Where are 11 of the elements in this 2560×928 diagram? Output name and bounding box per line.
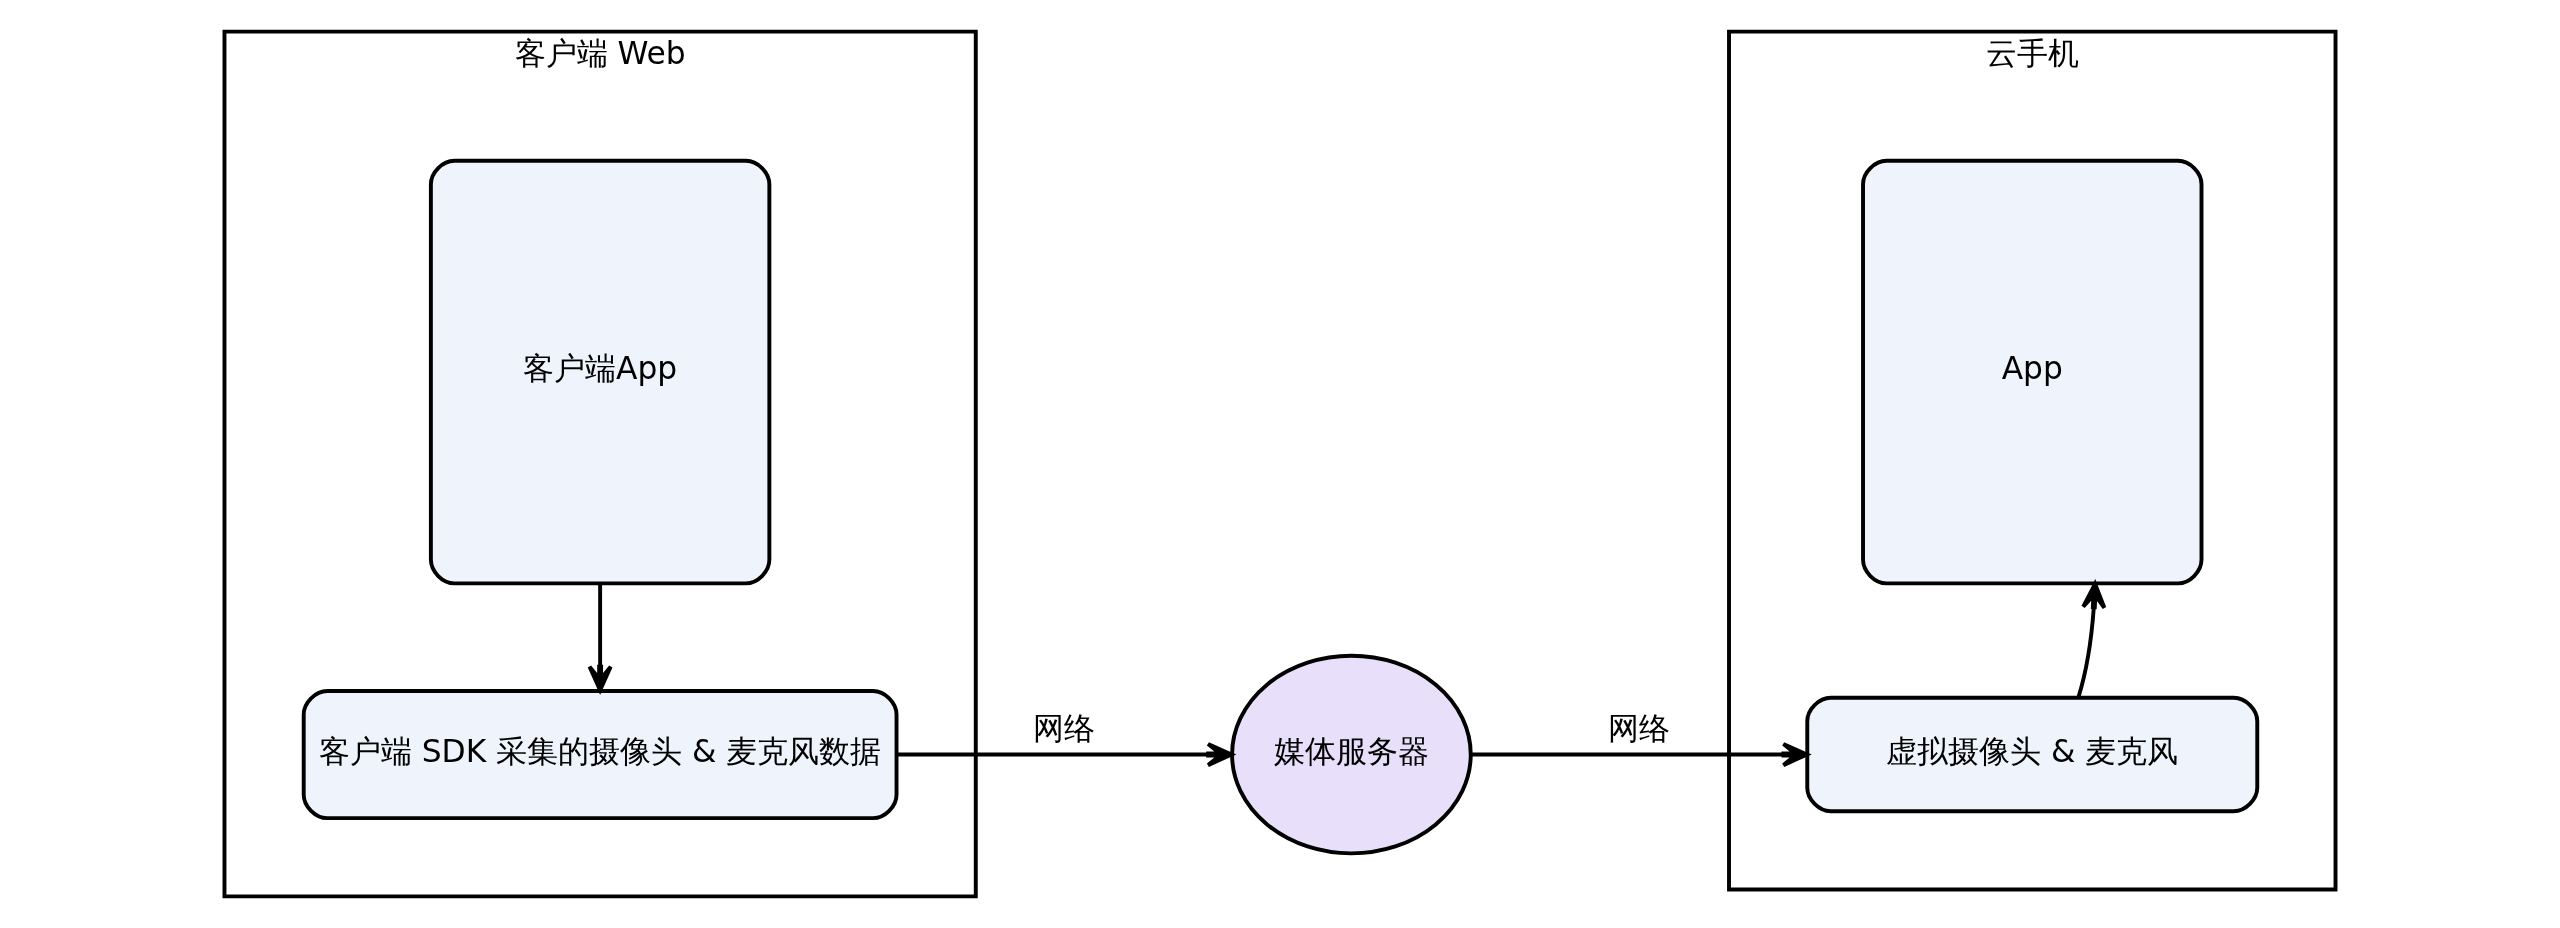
arrow [587, 583, 613, 693]
node-box: 客户端 SDK 采集的摄像头 & 麦克风数据 [301, 689, 899, 821]
node-box: App [1861, 158, 2204, 586]
edge-label: 网络 [1608, 709, 1671, 746]
node-ellipse: 媒体服务器 [1230, 653, 1473, 856]
edge-label: 网络 [1033, 709, 1096, 746]
node-box: 客户端App [428, 158, 772, 586]
arrow [2076, 581, 2107, 698]
arrow [1470, 742, 1809, 768]
arrow [897, 742, 1234, 768]
node-box: 虚拟摄像头 & 麦克风 [1805, 695, 2260, 814]
